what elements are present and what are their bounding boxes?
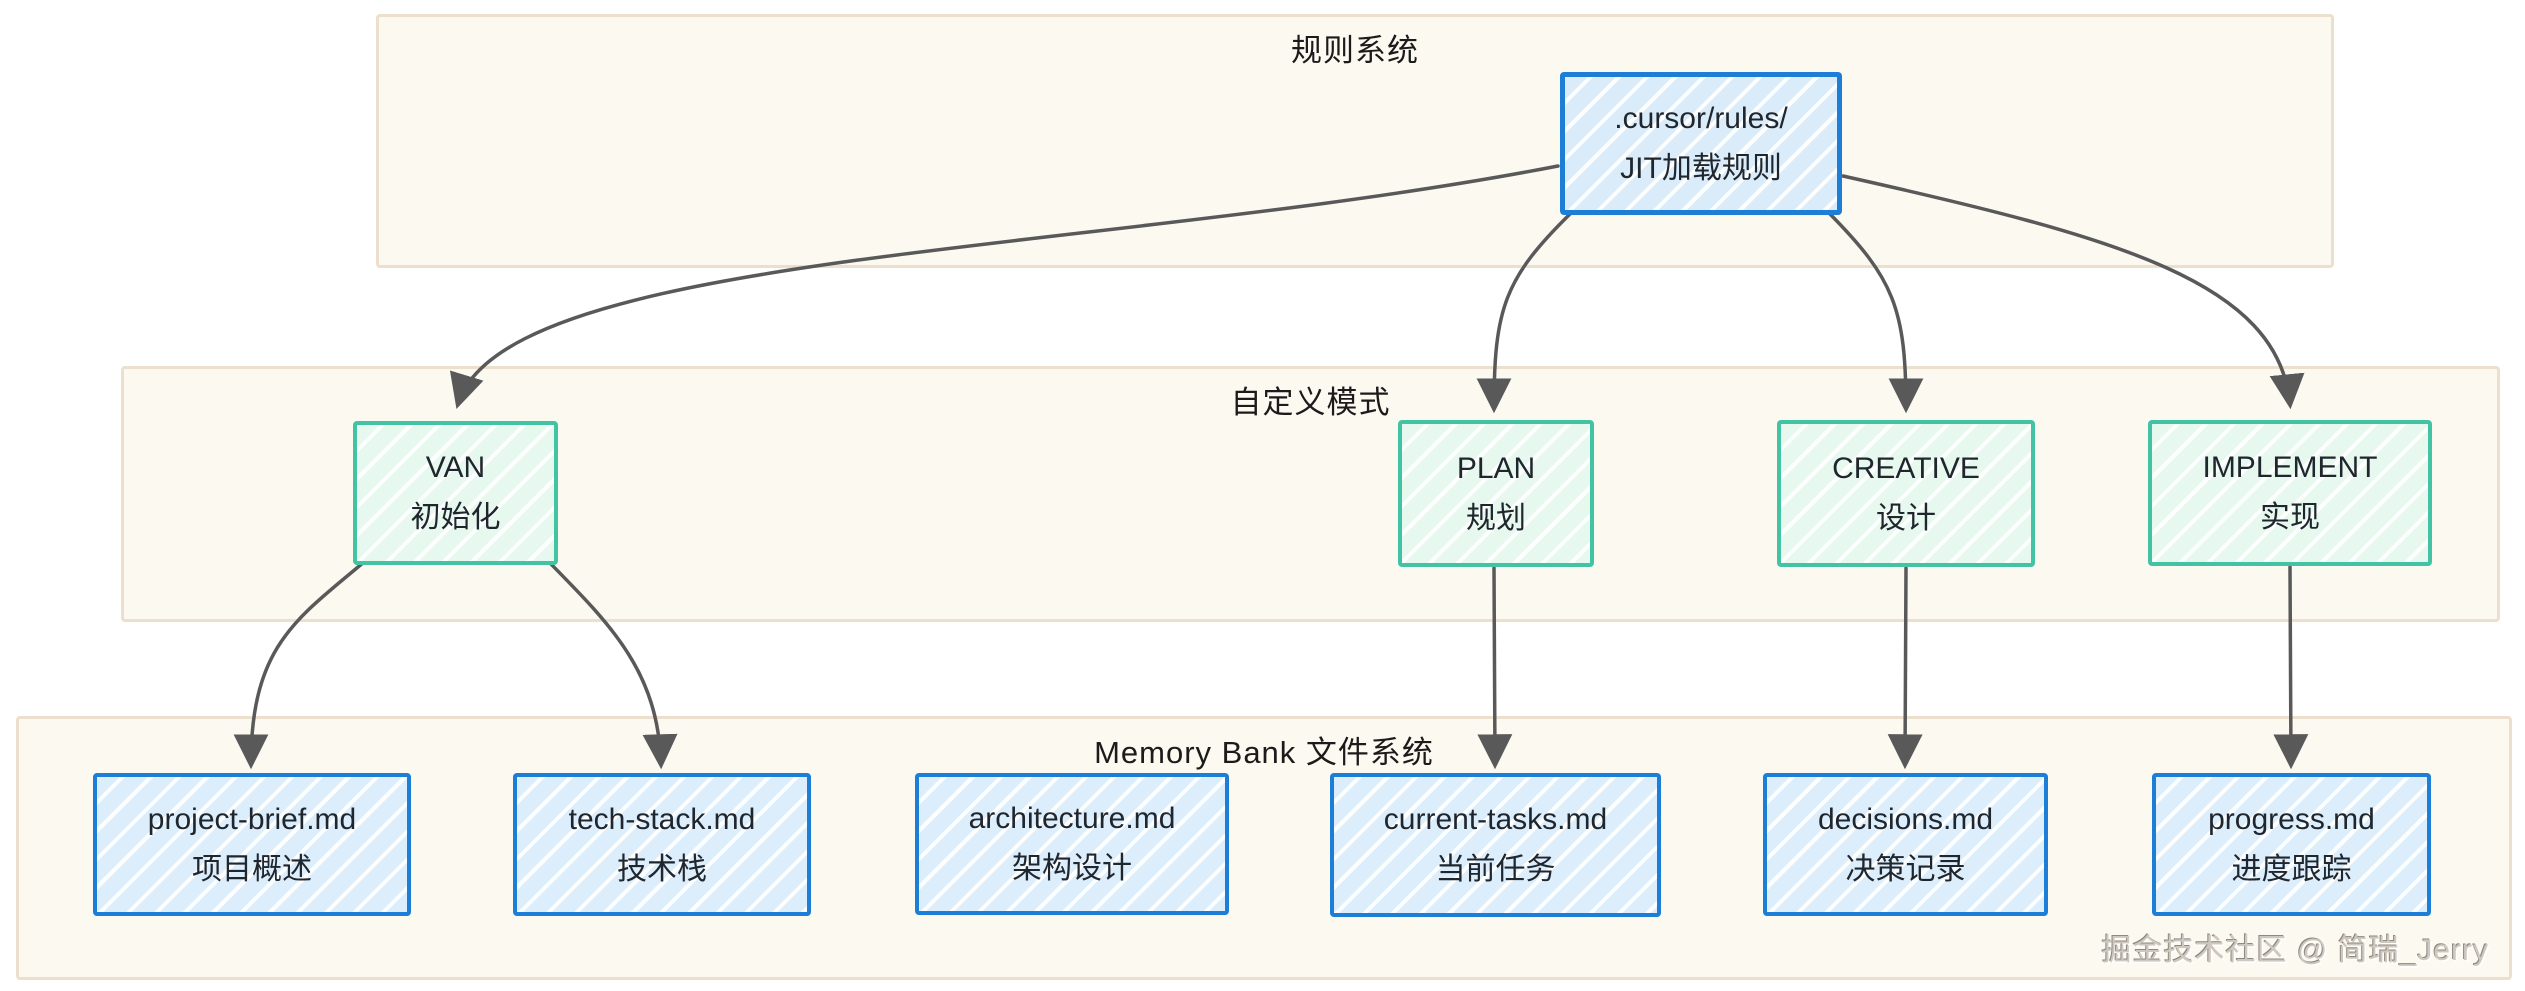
node-architecture-line2: 架构设计 [1012,852,1132,885]
node-cursor-rules: .cursor/rules/ JIT加载规则 [1560,72,1842,215]
node-cursor-rules-line1: .cursor/rules/ [1614,101,1788,135]
node-implement-line2: 实现 [2260,501,2320,534]
section-rules: 规则系统 [376,14,2334,268]
node-implement-line1: IMPLEMENT [2202,451,2378,484]
node-creative-line1: CREATIVE [1832,451,1980,485]
node-architecture: architecture.md 架构设计 [915,773,1229,915]
section-modes-title: 自定义模式 [1230,385,1391,420]
node-implement: IMPLEMENT 实现 [2148,420,2432,566]
node-van-line1: VAN [425,451,486,484]
node-tech-stack-line1: tech-stack.md [568,802,756,836]
node-architecture-line1: architecture.md [968,802,1176,835]
node-current-tasks-line2: 当前任务 [1435,853,1556,886]
section-rules-title: 规则系统 [1291,33,1419,68]
node-cursor-rules-line2: JIT加载规则 [1620,151,1782,185]
watermark: 掘金技术社区 @ 简瑞_Jerry [2101,934,2489,967]
node-decisions: decisions.md 决策记录 [1763,773,2048,916]
node-project-brief-line1: project-brief.md [147,802,357,836]
node-progress-line2: 进度跟踪 [2231,852,2352,886]
node-creative-line2: 设计 [1876,501,1936,535]
node-creative: CREATIVE 设计 [1777,420,2035,567]
node-plan-line2: 规划 [1466,501,1526,535]
node-current-tasks: current-tasks.md 当前任务 [1330,773,1661,917]
node-tech-stack: tech-stack.md 技术栈 [513,773,811,916]
node-tech-stack-line2: 技术栈 [617,852,707,886]
node-plan: PLAN 规划 [1398,420,1594,567]
node-decisions-line2: 决策记录 [1845,852,1966,886]
node-project-brief-line2: 项目概述 [192,852,312,886]
node-project-brief: project-brief.md 项目概述 [93,773,411,916]
section-memory-bank-title: Memory Bank 文件系统 [1094,735,1434,770]
node-current-tasks-line1: current-tasks.md [1383,803,1608,836]
node-van-line2: 初始化 [410,501,501,534]
node-decisions-line1: decisions.md [1817,802,1994,836]
node-plan-line1: PLAN [1456,451,1536,485]
node-van: VAN 初始化 [353,421,558,565]
node-progress-line1: progress.md [2208,802,2375,836]
section-memory-bank: Memory Bank 文件系统 [16,716,2512,980]
node-progress: progress.md 进度跟踪 [2152,773,2431,916]
